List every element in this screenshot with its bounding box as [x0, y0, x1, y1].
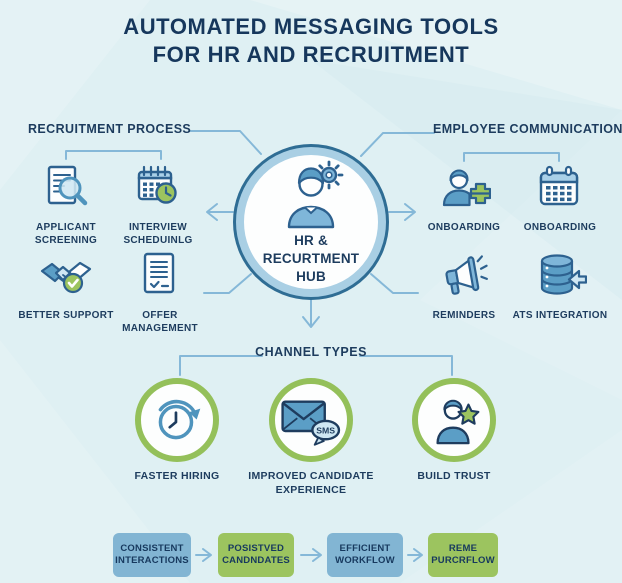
item-onboarding-person: ONBOARDING: [414, 162, 514, 234]
arrow-flow-3: [407, 548, 423, 562]
item-label: ONBOARDING: [523, 222, 597, 233]
line-recruitment-to-hub: [188, 130, 262, 155]
megaphone-icon: [445, 255, 488, 295]
person-plus-icon: [442, 169, 491, 207]
database-arrow-icon: [540, 254, 587, 295]
flow-step-consistent-interactions: CONSISTENT INTERACTIONS: [113, 533, 191, 577]
handshake-check-icon: [40, 261, 92, 294]
arrow-hub-left: [206, 203, 234, 221]
employee-communication-header: EMPLOYEE COMMUNICATION: [433, 122, 622, 136]
person-star-icon: [436, 399, 480, 445]
arrow-flow-2: [300, 548, 322, 562]
arrow-flow-1: [195, 548, 212, 562]
item-interview-scheduling: INTERVIEW SCHEDUINLG: [108, 162, 208, 247]
channel-improved-candidate: SMS: [269, 378, 353, 462]
item-applicant-screening: APPLICANT SCREENING: [16, 162, 116, 247]
person-gear-icon: [287, 160, 344, 229]
item-label: REMINDERS: [432, 310, 496, 321]
item-ats-integration: ATS INTEGRATION: [508, 250, 612, 322]
item-label: APPLICANT SCREENING: [34, 222, 98, 246]
arrow-hub-right: [388, 203, 416, 221]
line-hub-to-employee: [360, 132, 435, 157]
item-label: BETTER SUPPORT: [18, 310, 114, 321]
sms-badge: SMS: [316, 425, 335, 435]
hub-inner-circle: HR & RECURTMENT HUB: [244, 155, 378, 289]
line-hub-to-right-lower: [370, 273, 419, 294]
flow-step-positive-candidates: POSISTVED CANDNDATES: [218, 533, 294, 577]
flow-step-reme-purcrflow: REME PURCRFLOW: [428, 533, 498, 577]
item-reminders: REMINDERS: [414, 250, 514, 322]
item-label: ONBOARDING: [427, 222, 501, 233]
item-label: OFFER MANAGEMENT: [122, 310, 198, 334]
calendar-icon: [539, 165, 579, 206]
hub-label: HR & RECURTMENT HUB: [262, 233, 360, 284]
item-better-support: BETTER SUPPORT: [10, 250, 122, 322]
hr-recruitment-hub: HR & RECURTMENT HUB: [233, 144, 389, 300]
flow-step-efficient-workflow: EFFICIENT WORKFLOW: [327, 533, 403, 577]
item-label: INTERVIEW SCHEDUINLG: [123, 222, 193, 246]
channel-label-improved-candidate: IMPROVED CANDIDATE EXPERIENCE: [248, 470, 374, 496]
clock-refresh-icon: [158, 399, 201, 440]
item-onboarding-calendar: ONBOARDING: [510, 162, 610, 234]
bracket-recruitment: [65, 150, 162, 160]
channel-faster-hiring: [135, 378, 219, 462]
channel-build-trust: [412, 378, 496, 462]
document-check-icon: [143, 252, 175, 294]
arrow-hub-down: [302, 298, 320, 328]
item-label: ATS INTEGRATION: [512, 310, 608, 321]
recruitment-process-header: RECRUITMENT PROCESS: [28, 122, 192, 136]
channel-types-header: CHANNEL TYPES: [255, 345, 367, 359]
calendar-clock-icon: [137, 165, 177, 204]
page-title: AUTOMATED MESSAGING TOOLS FOR HR AND REC…: [123, 14, 499, 67]
channel-label-build-trust: BUILD TRUST: [417, 470, 491, 482]
channel-label-faster-hiring: FASTER HIRING: [134, 470, 220, 482]
envelope-sms-icon: SMS: [281, 400, 341, 446]
document-search-icon: [47, 165, 88, 206]
bracket-employee: [463, 152, 560, 162]
item-offer-management: OFFER MANAGEMENT: [110, 250, 210, 335]
